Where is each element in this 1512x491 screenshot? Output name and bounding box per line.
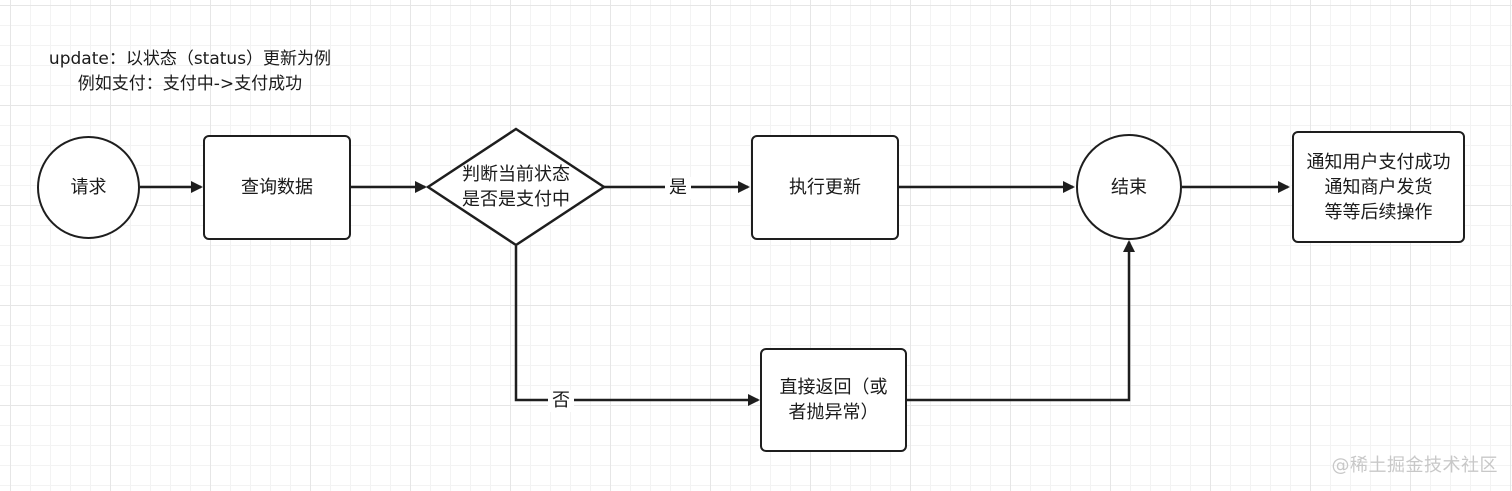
node-request-label: 请求 <box>70 177 107 198</box>
annotation-line-1: update：以状态（status）更新为例 <box>48 49 332 69</box>
node-notify-label: 通知用户支付成功 通知商户发货 等等后续操作 <box>1306 151 1451 223</box>
node-query-data-label: 查询数据 <box>241 177 313 198</box>
edge-label-yes: 是 <box>665 177 691 199</box>
node-direct-return: 直接返回（或 者抛异常） <box>760 348 907 452</box>
node-notify: 通知用户支付成功 通知商户发货 等等后续操作 <box>1292 131 1465 243</box>
node-decision: 判断当前状态 是否是支付中 <box>428 129 604 245</box>
decision-diamond-shape <box>425 127 607 247</box>
node-request: 请求 <box>37 136 140 239</box>
node-end: 结束 <box>1076 134 1182 240</box>
node-execute-update-label: 执行更新 <box>789 177 861 198</box>
diagram-annotation: update：以状态（status）更新为例 例如支付：支付中->支付成功 <box>30 47 350 97</box>
node-end-label: 结束 <box>1111 176 1147 198</box>
node-query-data: 查询数据 <box>203 135 351 240</box>
watermark: @稀土掘金技术社区 <box>1331 455 1498 476</box>
node-direct-return-label: 直接返回（或 者抛异常） <box>779 377 888 423</box>
edge-return-to-end <box>907 240 1135 402</box>
annotation-line-2: 例如支付：支付中->支付成功 <box>77 74 303 94</box>
node-decision-label: 判断当前状态 是否是支付中 <box>462 164 570 210</box>
edge-decision-to-return <box>514 246 760 406</box>
node-execute-update: 执行更新 <box>751 135 899 240</box>
edge-label-no: 否 <box>548 390 574 412</box>
